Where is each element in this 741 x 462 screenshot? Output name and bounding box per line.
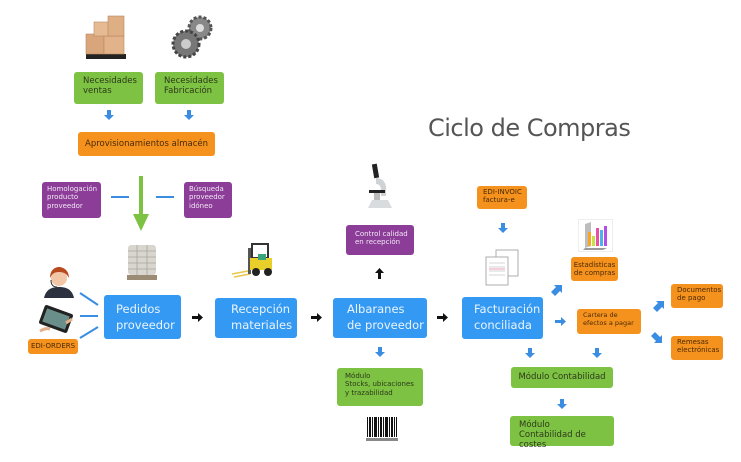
edi-invoic-badge: EDI-INVOIC factura-e: [477, 186, 527, 209]
process-delivery-notes-box: Albaranes de proveedor: [333, 298, 427, 338]
headset-operator-icon: [42, 266, 76, 298]
input-connector-lines: [79, 292, 99, 339]
accounting-module-box: Módulo Contabilidad: [511, 367, 613, 388]
arrow-down-sales: [104, 110, 114, 120]
pallet-sacks-icon: [127, 243, 157, 281]
connector-line: [111, 196, 129, 198]
cardboard-boxes-icon: [84, 14, 128, 60]
warehouse-supply-box: Aprovisionamientos almacén: [78, 132, 215, 156]
edi-orders-badge: EDI-ORDERS: [28, 339, 78, 354]
payables-box: Cartera de efectos a pagar: [577, 309, 641, 334]
stock-module-box: Módulo Stocks, ubicaciones y trazabilida…: [337, 368, 423, 406]
gears-icon: [170, 14, 216, 60]
bar-chart-icon: [578, 219, 613, 252]
arrow-down-right: [651, 332, 662, 343]
arrow-right-blue: [555, 317, 566, 326]
electronic-remittances-box: Remesas electrónicas: [671, 336, 723, 360]
supplier-search-box: Búsqueda proveedor idóneo: [184, 182, 232, 218]
arrow-down: [498, 223, 508, 233]
process-invoicing-box: Facturación conciliada: [462, 297, 543, 339]
arrow-right: [311, 313, 322, 322]
quality-control-box: Control calidad en recepción: [346, 225, 414, 255]
microscope-icon: [364, 162, 396, 212]
arrow-down: [592, 348, 602, 358]
sales-needs-box: Necesidades ventas: [74, 72, 143, 104]
big-green-arrow-down: [133, 176, 149, 231]
homologation-box: Homologación producto proveedor: [42, 182, 101, 218]
manufacturing-needs-box: Necesidades Fabricación: [155, 72, 224, 104]
arrow-down-manufacturing: [184, 110, 194, 120]
arrow-right: [437, 313, 448, 322]
forklift-icon: [230, 240, 274, 280]
invoice-documents-icon: [484, 249, 520, 287]
cost-accounting-module-box: Módulo Contabilidad de costes: [510, 416, 614, 450]
arrow-right: [192, 313, 203, 322]
arrow-down: [525, 348, 535, 358]
diagram-title: Ciclo de Compras: [428, 114, 631, 142]
arrow-up: [375, 268, 384, 279]
arrow-down: [557, 399, 567, 409]
arrow-up-right: [653, 301, 664, 312]
process-orders-box: Pedidos proveedor: [104, 295, 181, 339]
barcode-icon: [366, 417, 398, 443]
process-reception-box: Recepción materiales: [215, 298, 297, 338]
tablet-icon: [38, 303, 74, 335]
arrow-up-right: [551, 285, 562, 296]
statistics-box: Estadísticas de compras: [571, 257, 618, 281]
arrow-down: [375, 347, 385, 357]
payment-docs-box: Documentos de pago: [671, 284, 723, 308]
connector-line: [156, 196, 174, 198]
